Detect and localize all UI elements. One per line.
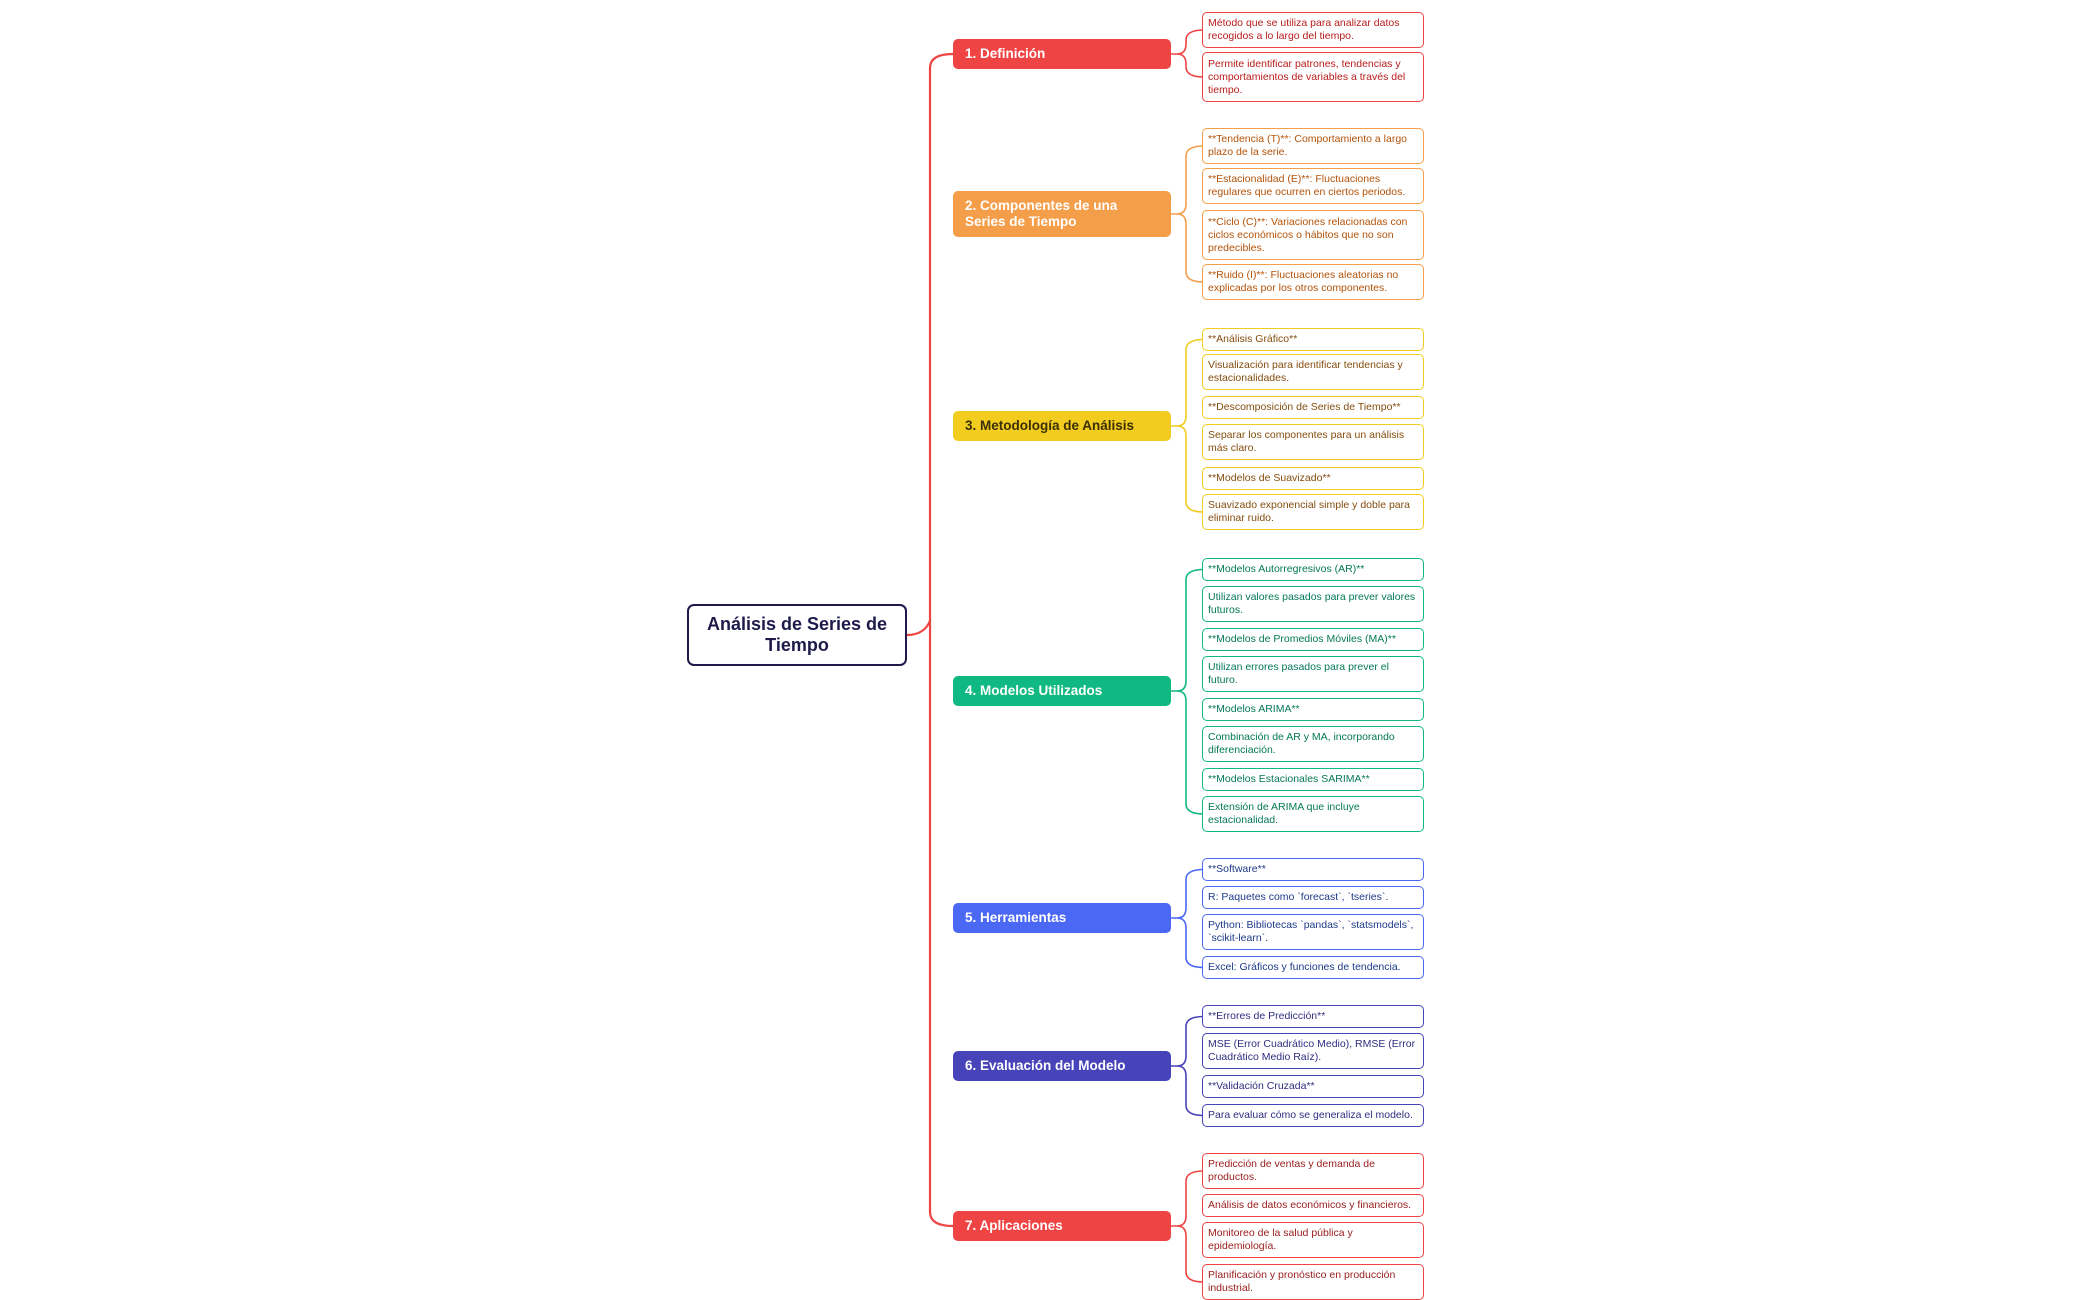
leaf-node[interactable]: Combinación de AR y MA, incorporando dif… (1202, 726, 1424, 762)
leaf-bracket (1176, 145, 1205, 283)
leaf-node[interactable]: **Modelos de Suavizado** (1202, 467, 1424, 490)
leaf-node[interactable]: Python: Bibliotecas `pandas`, `statsmode… (1202, 914, 1424, 950)
leaf-bracket (1176, 29, 1205, 78)
trunk-stem (905, 619, 932, 637)
leaf-node[interactable]: **Ruido (I)**: Fluctuaciones aleatorias … (1202, 264, 1424, 300)
leaf-bracket (1176, 868, 1205, 969)
branch-node[interactable]: 3. Metodología de Análisis (953, 411, 1171, 441)
trunk-lower (928, 619, 955, 1228)
leaf-node[interactable]: **Descomposición de Series de Tiempo** (1202, 396, 1424, 419)
leaf-node[interactable]: **Modelos de Promedios Móviles (MA)** (1202, 628, 1424, 651)
leaf-node[interactable]: Para evaluar cómo se generaliza el model… (1202, 1104, 1424, 1127)
leaf-node[interactable]: **Modelos Autorregresivos (AR)** (1202, 558, 1424, 581)
root-node[interactable]: Análisis de Series de Tiempo (687, 604, 907, 666)
branch-node[interactable]: 2. Componentes de una Series de Tiempo (953, 191, 1171, 237)
leaf-node[interactable]: Extensión de ARIMA que incluye estaciona… (1202, 796, 1424, 832)
leaf-node[interactable]: Utilizan valores pasados para prever val… (1202, 586, 1424, 622)
branch-node[interactable]: 6. Evaluación del Modelo (953, 1051, 1171, 1081)
leaf-node[interactable]: Excel: Gráficos y funciones de tendencia… (1202, 956, 1424, 979)
leaf-bracket (1176, 1170, 1205, 1283)
leaf-node[interactable]: **Software** (1202, 858, 1424, 881)
leaf-node[interactable]: Permite identificar patrones, tendencias… (1202, 52, 1424, 102)
leaf-node[interactable]: **Ciclo (C)**: Variaciones relacionadas … (1202, 210, 1424, 260)
leaf-bracket (1176, 568, 1205, 815)
leaf-bracket (1176, 1015, 1205, 1117)
leaf-node[interactable]: **Errores de Predicción** (1202, 1005, 1424, 1028)
leaf-node[interactable]: Análisis de datos económicos y financier… (1202, 1194, 1424, 1217)
leaf-node[interactable]: Suavizado exponencial simple y doble par… (1202, 494, 1424, 530)
branch-node[interactable]: 4. Modelos Utilizados (953, 676, 1171, 706)
leaf-node[interactable]: **Modelos ARIMA** (1202, 698, 1424, 721)
leaf-node[interactable]: R: Paquetes como `forecast`, `tseries`. (1202, 886, 1424, 909)
leaf-node[interactable]: MSE (Error Cuadrático Medio), RMSE (Erro… (1202, 1033, 1424, 1069)
leaf-node[interactable]: Predicción de ventas y demanda de produc… (1202, 1153, 1424, 1189)
trunk-upper (928, 52, 955, 623)
leaf-bracket (1176, 338, 1205, 513)
branch-node[interactable]: 1. Definición (953, 39, 1171, 69)
leaf-node[interactable]: Visualización para identificar tendencia… (1202, 354, 1424, 390)
leaf-node[interactable]: **Análisis Gráfico** (1202, 328, 1424, 351)
leaf-node[interactable]: Separar los componentes para un análisis… (1202, 424, 1424, 460)
leaf-node[interactable]: **Estacionalidad (E)**: Fluctuaciones re… (1202, 168, 1424, 204)
leaf-node[interactable]: Método que se utiliza para analizar dato… (1202, 12, 1424, 48)
leaf-node[interactable]: **Tendencia (T)**: Comportamiento a larg… (1202, 128, 1424, 164)
leaf-node[interactable]: Utilizan errores pasados para prever el … (1202, 656, 1424, 692)
leaf-node[interactable]: **Modelos Estacionales SARIMA** (1202, 768, 1424, 791)
leaf-node[interactable]: Planificación y pronóstico en producción… (1202, 1264, 1424, 1300)
leaf-node[interactable]: **Validación Cruzada** (1202, 1075, 1424, 1098)
leaf-node[interactable]: Monitoreo de la salud pública y epidemio… (1202, 1222, 1424, 1258)
branch-node[interactable]: 7. Aplicaciones (953, 1211, 1171, 1241)
branch-node[interactable]: 5. Herramientas (953, 903, 1171, 933)
